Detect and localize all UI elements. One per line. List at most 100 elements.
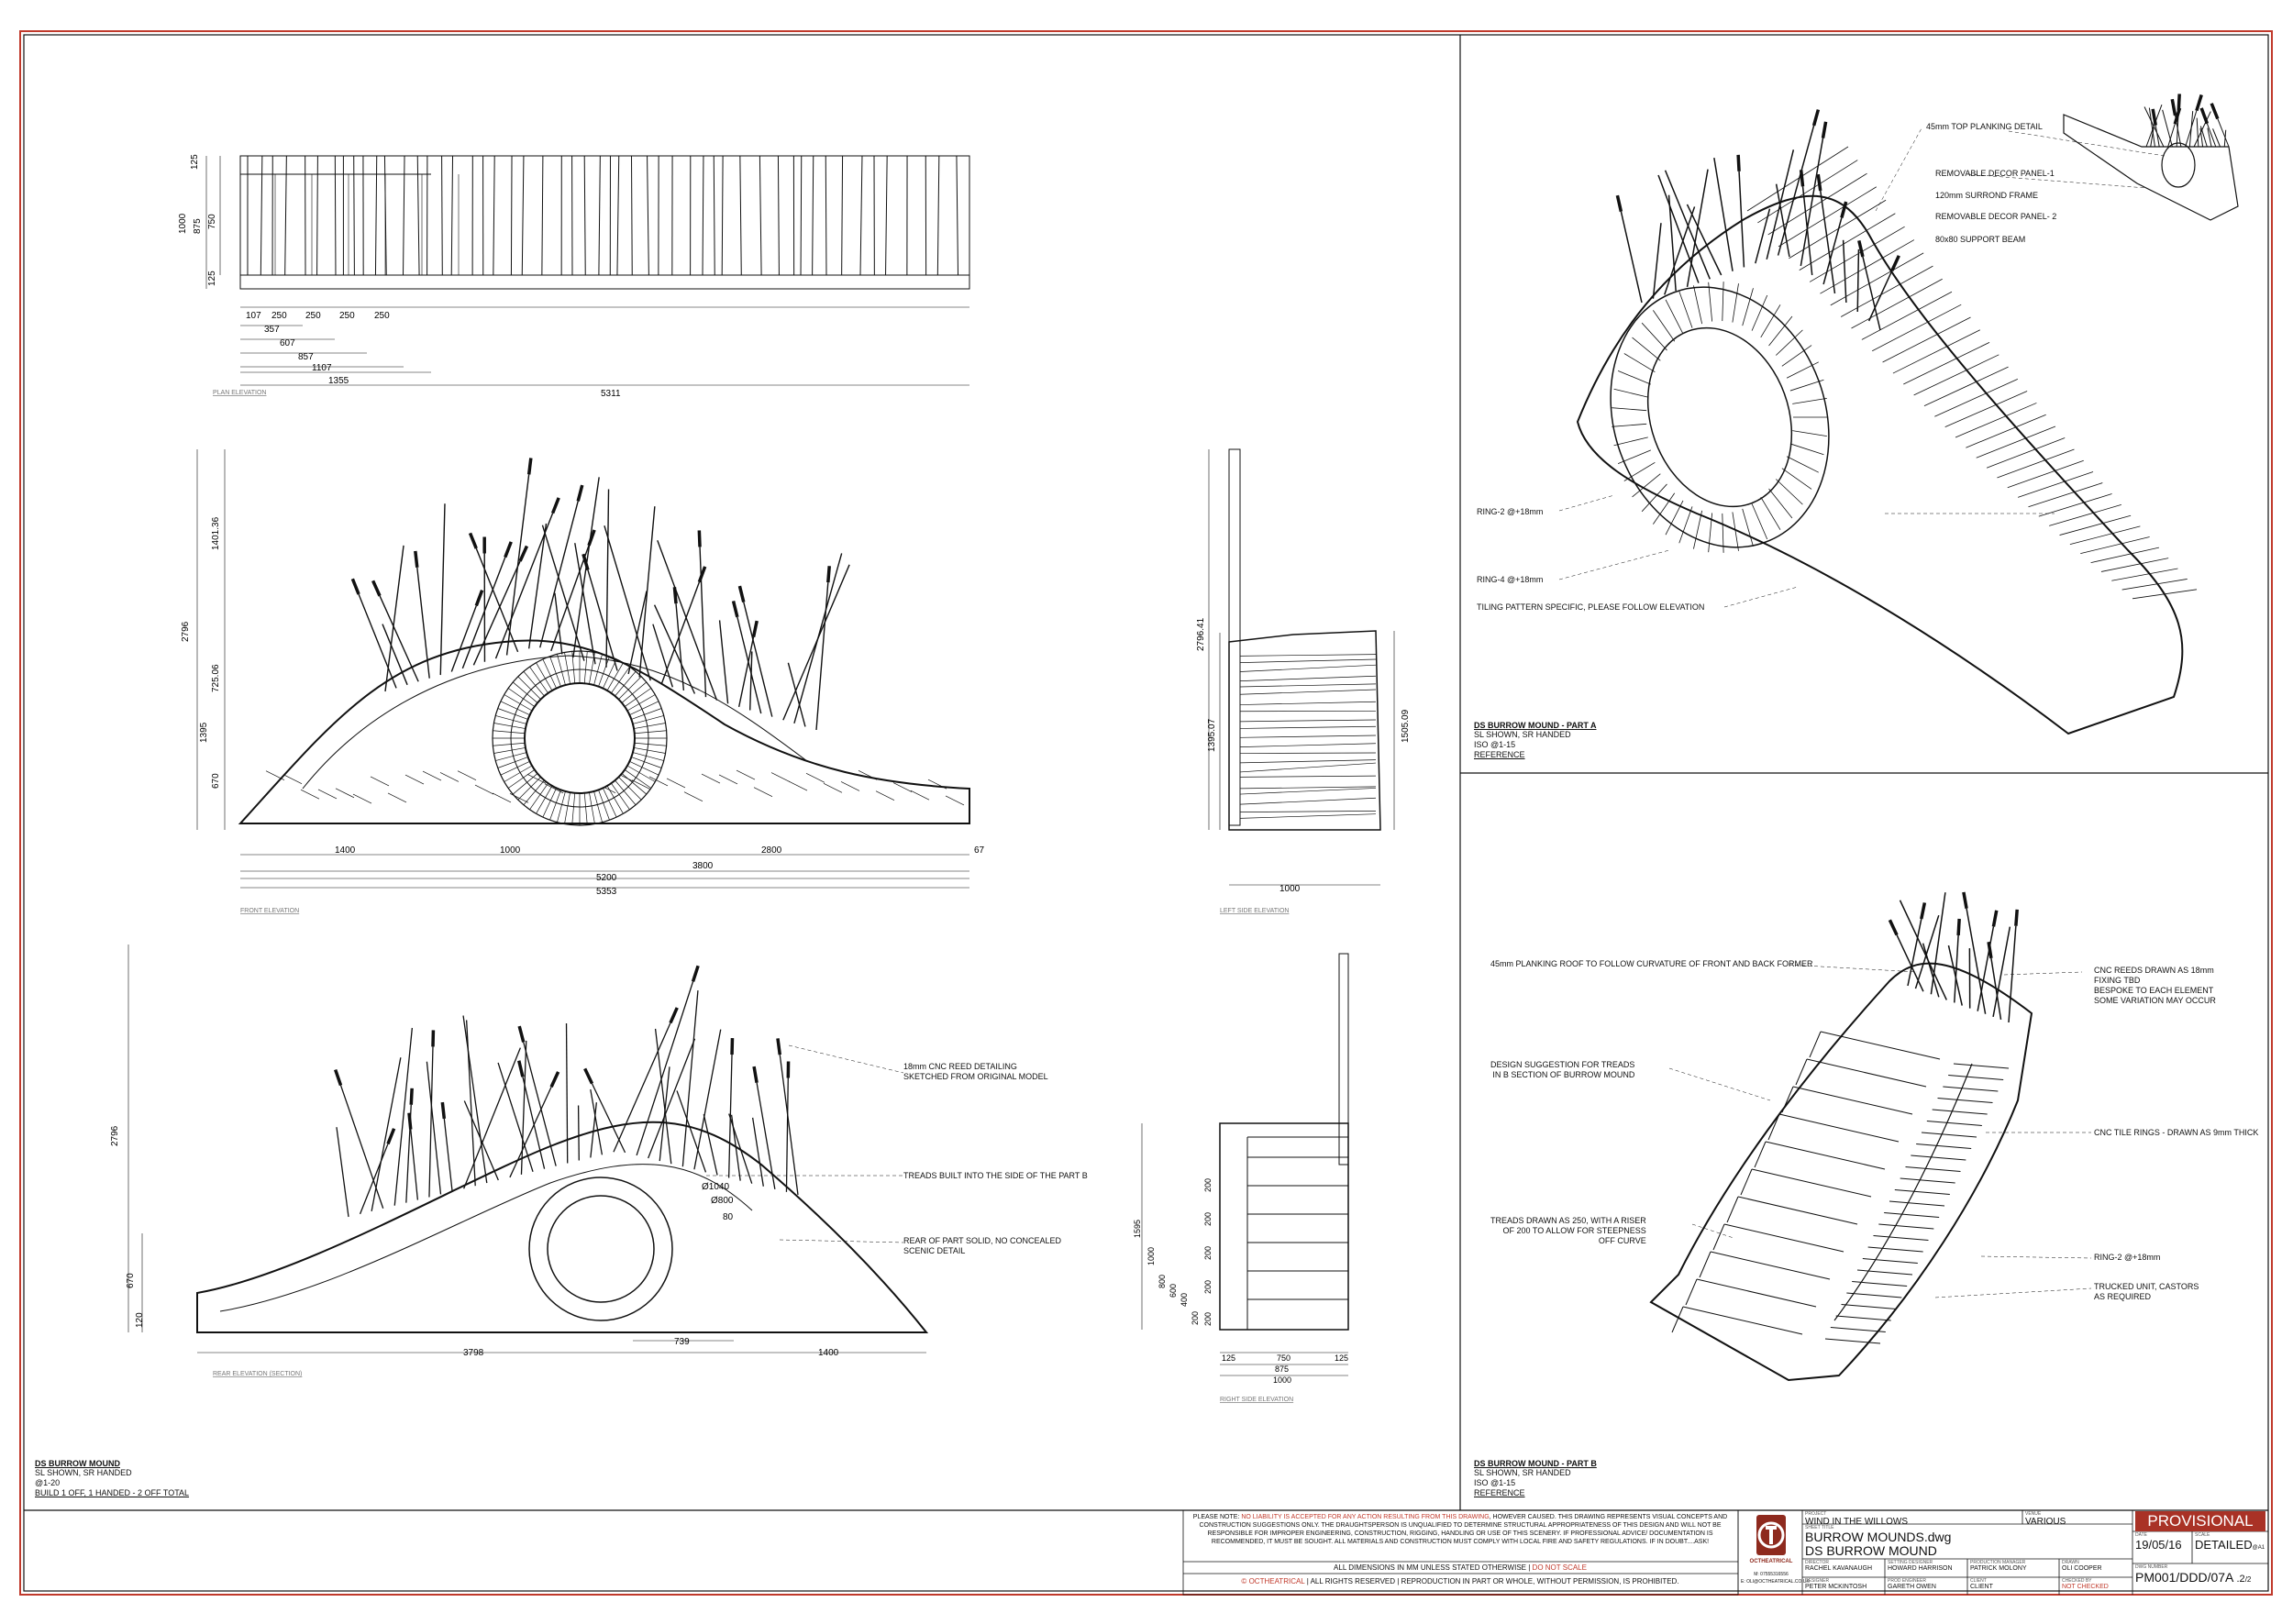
front-reed — [588, 570, 617, 671]
left-slat — [1240, 676, 1376, 680]
iso-b-tile — [1948, 1076, 2003, 1080]
inset-reed-tip — [2178, 94, 2179, 110]
front-reed-tip — [415, 551, 417, 568]
plan-slat — [648, 156, 649, 275]
iso-b-caption-line2: ISO @1-15 — [1474, 1478, 1597, 1488]
iso-b-treads — [1672, 1032, 2009, 1343]
venue-value: VARIOUS — [2025, 1517, 2066, 1527]
iso-a-tile — [1790, 380, 1824, 391]
iso-a-tile — [1761, 304, 1780, 337]
iso-a-plank — [1872, 304, 1961, 351]
iso-a-reed — [1821, 191, 1835, 293]
iso-a-reed — [1688, 170, 1709, 287]
iso-a-tile — [1769, 489, 1792, 518]
iso-b-tile — [1933, 1110, 1988, 1114]
sheet-title: DS BURROW MOUND — [1805, 1544, 1951, 1558]
plan-dim-5311: 5311 — [601, 389, 621, 399]
iso-a-plank — [1955, 403, 2036, 437]
left-dim-1505: 1505.09 — [1401, 709, 1411, 743]
left-slat — [1240, 726, 1376, 728]
rear-mound-outline — [197, 1122, 926, 1332]
plan-dim-125-top: 125 — [190, 154, 200, 170]
iso-a-tile — [1612, 424, 1646, 426]
inset-reed — [2189, 111, 2192, 147]
front-reed — [542, 525, 583, 661]
front-tile-line — [667, 779, 685, 788]
iso-b-reed — [2009, 926, 2016, 1022]
plan-dim-357: 357 — [264, 325, 280, 335]
iso-a-reed — [1714, 158, 1733, 271]
iso-a-reeds — [1617, 110, 1899, 330]
iso-a-tile — [1792, 398, 1827, 403]
logo-mobile: M: 07555316556 — [1741, 1572, 1801, 1577]
rear-reed-tip — [519, 1061, 523, 1077]
front-dim-1000: 1000 — [500, 845, 521, 856]
iso-a-reed-tip — [1801, 170, 1803, 186]
iso-b-tread — [1752, 1169, 1871, 1197]
rear-reed — [656, 1029, 671, 1164]
plan-slat — [542, 156, 543, 275]
plan-dim-750: 750 — [207, 214, 217, 229]
plan-slat — [801, 156, 802, 275]
left-slat — [1240, 763, 1376, 772]
iso-a-reed-tip — [1814, 110, 1819, 126]
iso-b-tread — [1738, 1197, 1857, 1224]
main-caption-line1: SL SHOWN, SR HANDED — [35, 1468, 189, 1478]
front-tile-line — [634, 747, 665, 753]
left-post — [1229, 449, 1240, 825]
plan-dim-125-bot: 125 — [207, 271, 217, 286]
iso-a-plank — [2080, 537, 2149, 554]
iso-a-plank — [1862, 292, 1952, 339]
leader-line — [1981, 1256, 2091, 1258]
rear-reed-tip — [585, 1068, 593, 1083]
front-tile-line — [405, 775, 424, 784]
plan-slat — [617, 156, 619, 275]
front-reed — [476, 548, 517, 652]
iso-b-callout-castors: TRUCKED UNIT, CASTORS AS REQUIRED — [2094, 1282, 2199, 1302]
front-tile-line — [565, 652, 570, 683]
front-tile-line — [493, 793, 511, 802]
iso-a-tile — [1743, 509, 1754, 547]
iso-a-plank — [1747, 147, 1848, 211]
iso-b-tile — [1857, 1270, 1912, 1275]
iso-a-plank — [1997, 449, 2074, 478]
leader-line — [789, 1045, 903, 1073]
iso-a-reed — [1844, 240, 1846, 303]
rear-reed — [694, 1030, 721, 1170]
iso-b-callout-treads: DESIGN SUGGESTION FOR TREADS IN B SECTIO… — [1490, 1060, 1634, 1080]
iso-a-tile — [1782, 469, 1811, 490]
iso-a-plank — [1977, 426, 2055, 458]
left-slat — [1240, 753, 1376, 754]
iso-b-tread — [1793, 1087, 1912, 1114]
iso-b-tile — [1922, 1132, 1977, 1137]
iso-a-reed-tip — [1859, 240, 1863, 257]
front-tile-line — [634, 724, 665, 729]
right-body — [1220, 1123, 1348, 1330]
right-dim-400: 400 — [1180, 1293, 1189, 1307]
front-reed-tip — [471, 533, 477, 548]
copyright-sym: © — [1241, 1577, 1246, 1585]
iso-b-reed-tip — [1993, 911, 1996, 927]
iso-b-tile — [1943, 1087, 1998, 1091]
left-slat — [1240, 684, 1376, 687]
iso-a-plank — [2091, 547, 2159, 562]
right-dim-lines — [1142, 1123, 1348, 1375]
front-reed — [816, 582, 828, 730]
iso-b-tread — [1724, 1224, 1844, 1252]
iso-a-tile — [1693, 511, 1701, 549]
person-7-name: CLIENT — [1970, 1584, 1993, 1590]
outer-border — [20, 31, 2272, 1595]
rear-reed-tip — [409, 1113, 411, 1130]
dwg-cell: DWG NUMBER PM001/DDD/07A .2/2 — [2135, 1564, 2251, 1585]
rear-reed — [753, 1118, 764, 1187]
inset-reed-tip — [2201, 108, 2207, 124]
left-dim-1395: 1395.07 — [1207, 718, 1217, 752]
front-tile-line — [266, 771, 284, 780]
left-slat — [1240, 776, 1376, 777]
iso-b-caption-title: DS BURROW MOUND - PART B — [1474, 1459, 1597, 1468]
inset-reeds — [2144, 94, 2229, 147]
left-dim-1000: 1000 — [1279, 884, 1301, 894]
iso-a-callout-ring2: RING-2 @+18mm — [1477, 507, 1543, 517]
rear-reed — [592, 1084, 625, 1153]
right-dim-125-right: 125 — [1335, 1353, 1348, 1363]
